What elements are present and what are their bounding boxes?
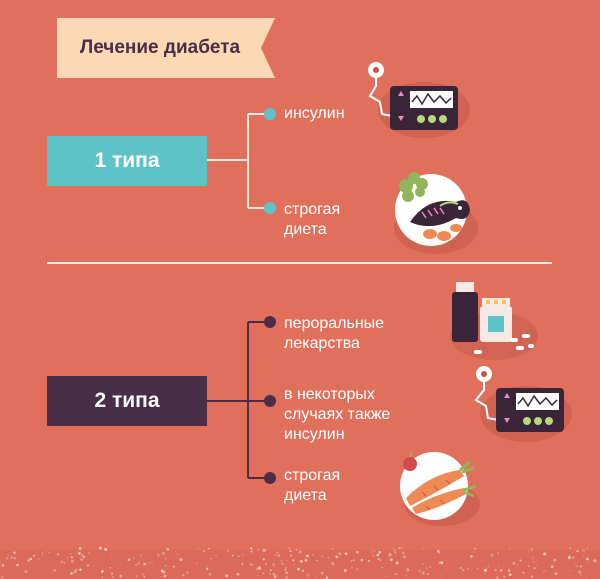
speckled-strip (0, 546, 600, 579)
bullet-type2-2 (264, 395, 276, 407)
pill-bottles-icon (450, 282, 538, 360)
fish-plate-icon (394, 172, 478, 254)
bullet-type1-1 (264, 108, 276, 120)
bullet-type2-3 (264, 472, 276, 484)
insulin-pump-icon (474, 366, 572, 442)
section-divider (47, 262, 552, 264)
type1-treatment-insulin: инсулин (284, 105, 345, 122)
type2-box: 2 типа (47, 376, 207, 426)
bullet-type2-1 (264, 316, 276, 328)
carrot-plate-icon (400, 451, 480, 526)
bullet-type1-2 (264, 202, 276, 214)
title-banner: Лечение диабета (57, 18, 275, 78)
page-title: Лечение диабета (79, 37, 241, 58)
insulin-pump-icon (368, 62, 470, 138)
type1-box: 1 типа (47, 136, 207, 186)
